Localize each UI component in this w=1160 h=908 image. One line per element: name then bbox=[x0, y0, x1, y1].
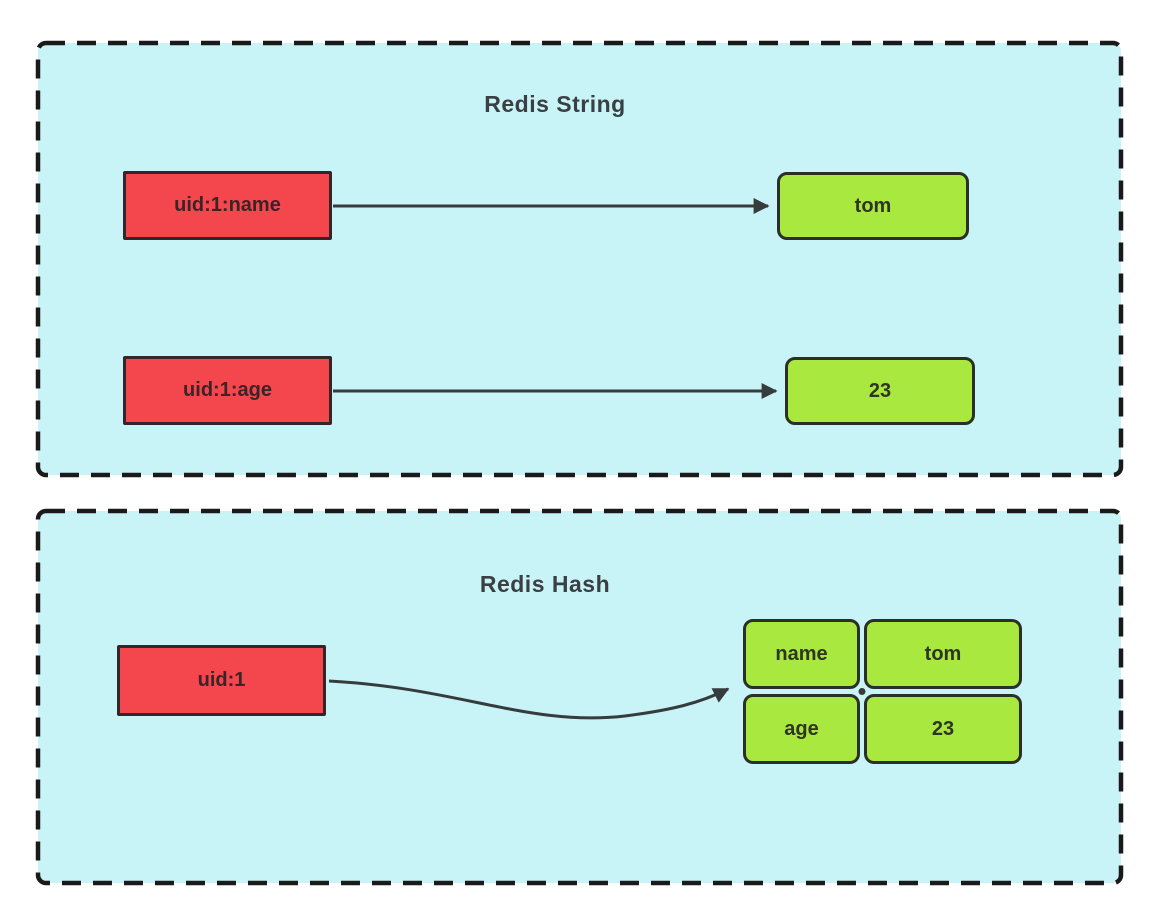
hash-field-cell-name: name bbox=[743, 619, 860, 689]
key-node-uid-1-age: uid:1:age bbox=[123, 356, 332, 425]
key-node-uid-1: uid:1 bbox=[117, 645, 326, 716]
hash-value-cell-tom: tom bbox=[864, 619, 1022, 689]
value-node-tom: tom bbox=[777, 172, 969, 240]
section-title-redis-hash: Redis Hash bbox=[479, 571, 611, 597]
section-title-redis-string: Redis String bbox=[484, 91, 626, 117]
hash-field-cell-age: age bbox=[743, 694, 860, 764]
hash-value-cell-23: 23 bbox=[864, 694, 1022, 764]
key-node-uid-1-name: uid:1:name bbox=[123, 171, 332, 240]
value-node-23: 23 bbox=[785, 357, 975, 425]
redis-hash-container bbox=[35, 508, 1124, 886]
hash-grid-junction-dot bbox=[858, 688, 866, 695]
arrow-uid1-to-hash bbox=[328, 679, 730, 720]
